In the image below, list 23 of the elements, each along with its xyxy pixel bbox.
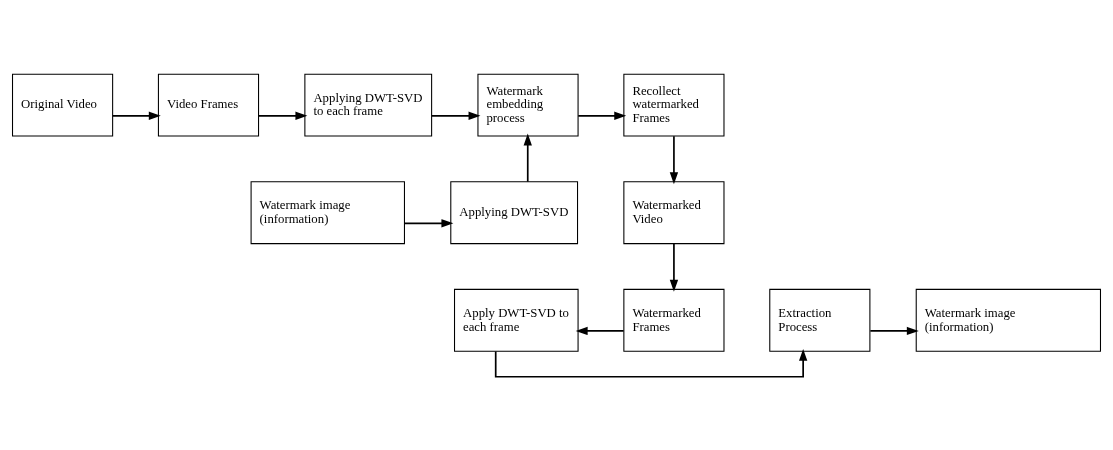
node-box: Watermark embedding process (477, 73, 579, 137)
node-box: Watermark image (information) (915, 288, 1101, 352)
arrow (669, 134, 679, 184)
arrow (577, 111, 627, 120)
arrow (575, 326, 625, 335)
node-box: Original Video (12, 73, 114, 137)
arrow (403, 218, 454, 228)
node-box: Watermarked Frames (623, 288, 725, 352)
arrow (431, 111, 481, 120)
node-box: Applying DWT-SVD to each frame (304, 73, 433, 137)
node-box: Applying DWT-SVD (450, 180, 579, 244)
arrow (494, 348, 808, 378)
arrow (523, 133, 532, 182)
node-box: Extraction Process (769, 288, 871, 352)
node-box: Recollect watermarked Frames (623, 73, 725, 137)
arrow (257, 111, 308, 120)
arrow (869, 326, 919, 335)
arrow (669, 242, 679, 292)
node-box: Apply DWT-SVD to each frame (454, 288, 579, 352)
node-box: Video Frames (157, 73, 260, 137)
node-box: Watermark image (information) (250, 180, 405, 244)
arrow (111, 111, 161, 120)
node-box: Watermarked Video (623, 180, 725, 244)
